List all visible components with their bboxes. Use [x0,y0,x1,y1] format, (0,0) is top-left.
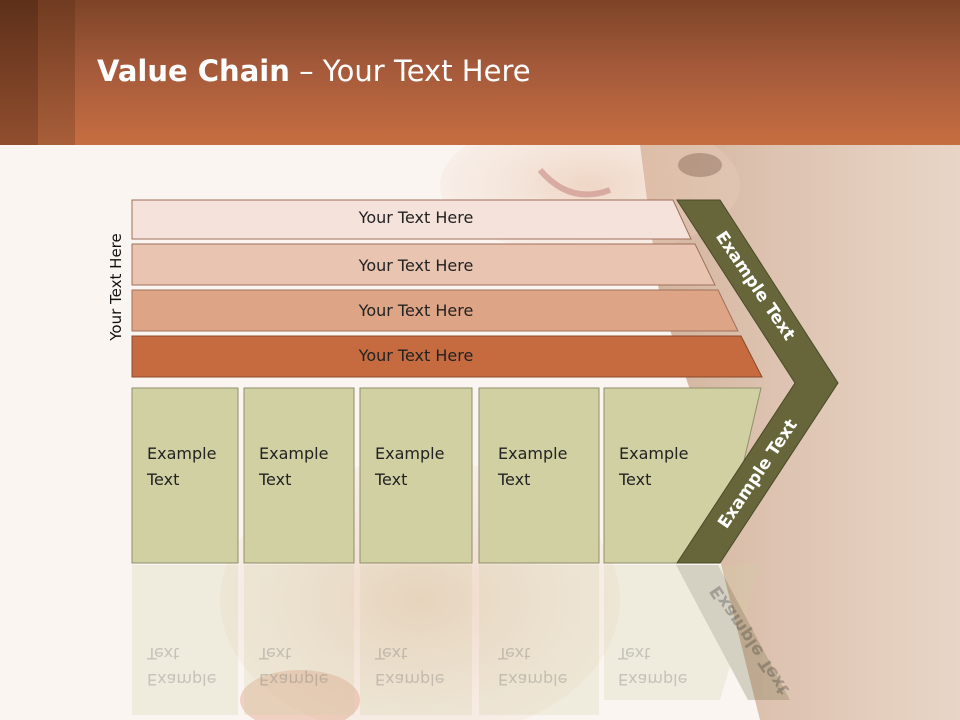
chevron-arrow[interactable] [676,199,839,564]
box-4-line1: Example [498,444,568,463]
boxes-reflection [132,565,790,715]
header-accent-strip [0,0,38,145]
bar-4-label: Your Text Here [358,346,474,365]
slide-title: Value Chain – Your Text Here [97,54,531,88]
title-bold: Value Chain [97,54,290,88]
bar-1-label: Your Text Here [358,208,474,227]
box-5-line1: Example [619,444,689,463]
title-bar: Value Chain – Your Text Here [0,0,960,145]
box-1-line2: Text [147,470,180,489]
box-1-line1: Example [147,444,217,463]
box-1[interactable] [131,387,239,564]
box-5-line2: Text [619,470,652,489]
box-2-line2: Text [259,470,292,489]
header-accent-strip [38,0,75,145]
bar-2-label: Your Text Here [358,256,474,275]
title-rest: – Your Text Here [289,54,531,88]
bar-3[interactable] [131,289,739,332]
bar-1[interactable] [131,199,692,240]
box-3[interactable] [359,387,473,564]
box-3-line2: Text [375,470,408,489]
bar-3-label: Your Text Here [358,301,474,320]
bar-2[interactable] [131,243,716,286]
box-4-line2: Text [498,470,531,489]
box-2[interactable] [243,387,355,564]
bar-4[interactable] [131,335,763,378]
box-2-line1: Example [259,444,329,463]
box-3-line1: Example [375,444,445,463]
box-4[interactable] [478,387,600,564]
